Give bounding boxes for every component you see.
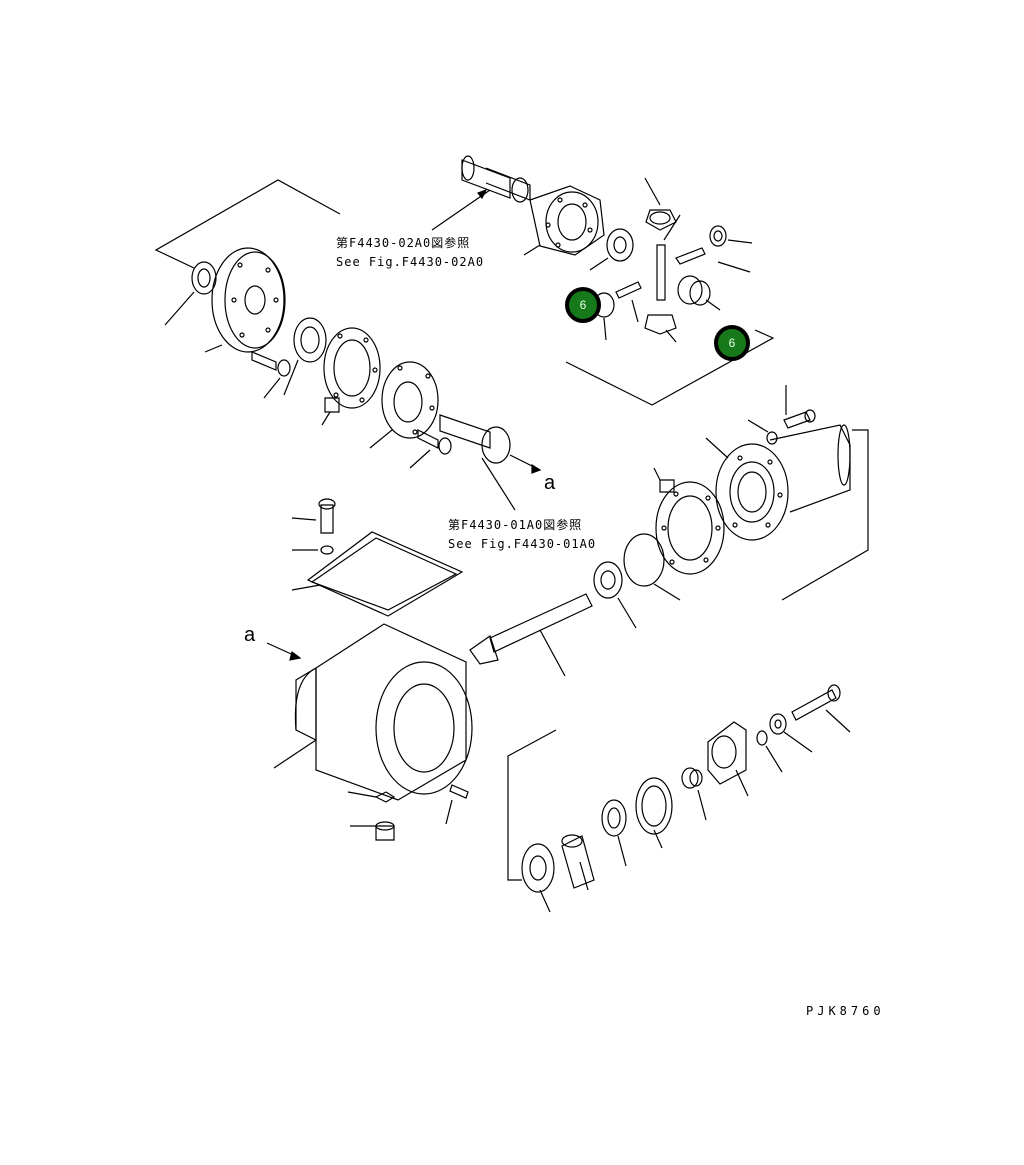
- drawing-code: PJK8760: [806, 1004, 885, 1018]
- bearing-part-2: [594, 562, 636, 628]
- yoke-flange-part: [708, 722, 748, 796]
- group-frame-right-housing: [781, 429, 869, 601]
- group-frame-differential: [565, 329, 775, 406]
- reference-note-top-jp: 第F4430-02A0図参照: [336, 236, 471, 250]
- reference-note-middle: 第F4430-01A0図参照 See Fig.F4430-01A0: [448, 516, 596, 551]
- bearing-part-1: [284, 318, 326, 395]
- washer-part-right: [748, 420, 777, 444]
- flange-bolt-part: [792, 685, 850, 732]
- group-frame-yoke: [507, 729, 557, 881]
- pinion-shaft-part: [657, 215, 680, 300]
- cover-bolt-part: [292, 499, 335, 533]
- plug-part-2: [350, 822, 394, 840]
- pinion-shaft-output: [440, 415, 540, 510]
- differential-case-part: [524, 186, 604, 255]
- axle-housing-part: [706, 425, 850, 540]
- pin-part-1: [676, 248, 750, 272]
- sleeve-part: [562, 835, 594, 890]
- bearing-part-4: [522, 844, 554, 912]
- plug-part-1: [348, 792, 394, 802]
- bearing-cage-part: [370, 362, 438, 448]
- oil-seal-part: [636, 778, 672, 848]
- pinion-gear-bottom: [645, 315, 676, 342]
- side-gear-part: [590, 229, 633, 270]
- lock-nut-part: [682, 768, 706, 820]
- o-ring-small-part: [757, 731, 782, 772]
- side-gear-right: [678, 276, 720, 310]
- part-callout-6-left[interactable]: 6: [565, 287, 601, 323]
- flange-plate-part: [654, 468, 724, 574]
- o-ring-part: [624, 534, 680, 600]
- part-callout-6-right[interactable]: 6: [714, 325, 750, 361]
- cover-washer-part: [292, 546, 333, 554]
- dowel-pin-part: [446, 785, 468, 824]
- pinion-gear-top: [645, 178, 676, 230]
- bolt-part-2: [410, 430, 451, 468]
- gear-case-part: [267, 624, 472, 800]
- bolt-part-1: [252, 352, 290, 398]
- bearing-part-3: [602, 800, 626, 866]
- reference-note-middle-en: See Fig.F4430-01A0: [448, 537, 597, 551]
- reference-note-middle-jp: 第F4430-01A0図参照: [448, 518, 583, 532]
- cover-plate-part: [292, 532, 462, 616]
- washer-small-right: [710, 226, 752, 246]
- bevel-gear-part: [205, 248, 285, 352]
- retainer-ring-part: [322, 328, 380, 425]
- drive-pinion-part: [470, 594, 592, 676]
- view-letter-a-arrow-case: a: [244, 624, 256, 646]
- spacer-ring-part: [165, 262, 216, 325]
- reference-note-top-en: See Fig.F4430-02A0: [336, 255, 485, 269]
- view-letter-a-arrow-shaft: a: [544, 472, 556, 494]
- group-frame-left-top: [154, 179, 341, 269]
- reference-note-top: 第F4430-02A0図参照 See Fig.F4430-02A0: [336, 234, 484, 269]
- bolt-part-right: [784, 385, 815, 428]
- flange-washer-part: [770, 714, 812, 752]
- input-shaft-part: [432, 156, 530, 230]
- pin-part-2: [616, 282, 641, 322]
